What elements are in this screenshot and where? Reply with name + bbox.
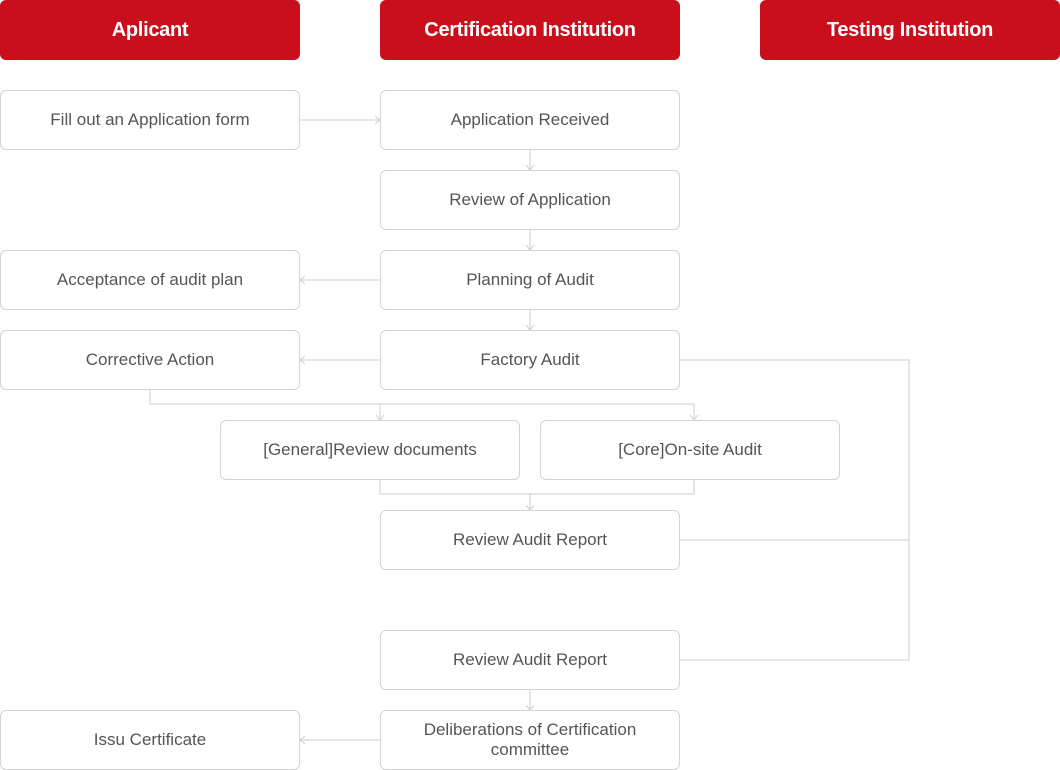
connector-line: [149, 390, 694, 405]
header-applicant: Aplicant: [0, 0, 300, 60]
arrowhead-left: [299, 355, 306, 365]
step-fill-application-form: Fill out an Application form: [0, 90, 300, 150]
step-review-of-application: Review of Application: [380, 170, 680, 230]
step-acceptance-of-audit-plan: Acceptance of audit plan: [0, 250, 300, 310]
step-review-audit-report: Review Audit Report: [380, 510, 680, 570]
step-review-audit-report-final: Review Audit Report: [380, 630, 680, 690]
connector-line: [680, 359, 910, 661]
step-corrective-action: Corrective Action: [0, 330, 300, 390]
header-testing-institution: Testing Institution: [760, 0, 1060, 60]
header-certification-institution: Certification Institution: [380, 0, 680, 60]
step-issue-certificate: Issu Certificate: [0, 710, 300, 770]
arrowhead-left: [299, 275, 306, 285]
step-deliberations-of-certification-committee: Deliberations of Certification committee: [380, 710, 680, 770]
step-factory-audit: Factory Audit: [380, 330, 680, 390]
step-general-review-documents: [General]Review documents: [220, 420, 520, 480]
arrowhead-left: [299, 735, 306, 745]
step-planning-of-audit: Planning of Audit: [380, 250, 680, 310]
connector-line: [379, 480, 695, 495]
step-core-on-site-audit: [Core]On-site Audit: [540, 420, 840, 480]
step-application-received: Application Received: [380, 90, 680, 150]
